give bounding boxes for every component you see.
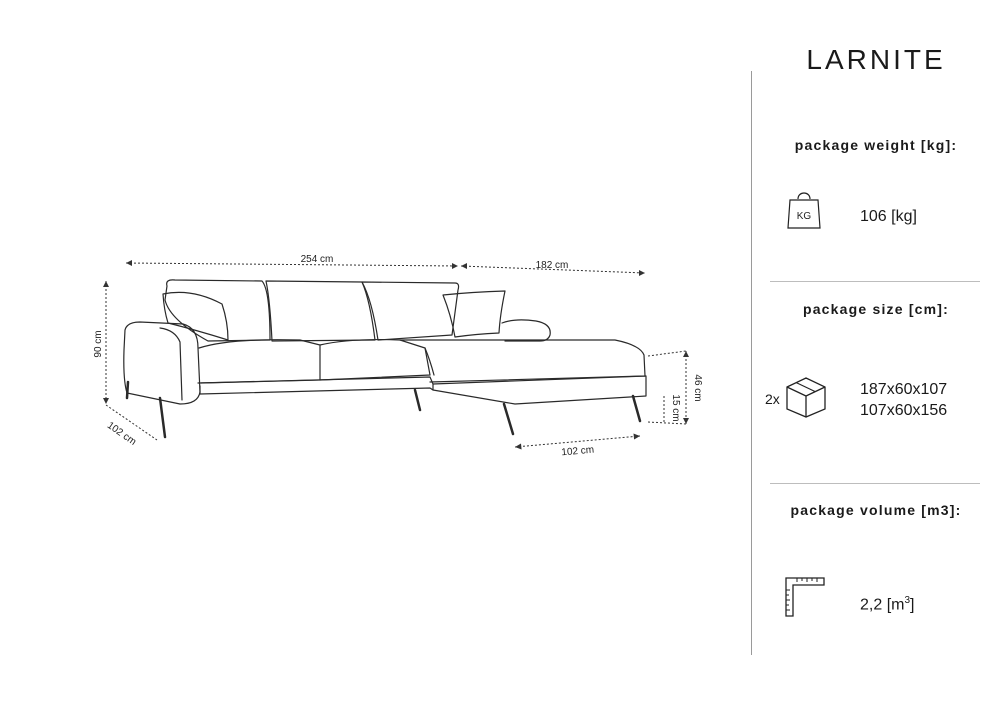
section-divider <box>770 483 980 484</box>
dimension-labels: 254 cm 182 cm 90 cm 102 cm 46 cm 15 cm 1… <box>93 254 703 458</box>
chaise-width-label: 102 cm <box>561 445 595 459</box>
package-weight-value: 106 [kg] <box>860 208 917 225</box>
weight-icon-label: KG <box>797 211 812 222</box>
dimension-lines <box>103 260 689 450</box>
depth-label: 102 cm <box>105 420 138 448</box>
sofa-drawing <box>123 279 647 439</box>
total-width-label: 254 cm <box>301 254 334 265</box>
seat-height-label: 46 cm <box>692 374 703 401</box>
ruler-corner-icon <box>784 576 826 618</box>
package-size-1: 187x60x107 <box>860 381 948 398</box>
package-weight-title: package weight [kg]: <box>794 137 958 153</box>
weight-icon: KG <box>786 188 822 230</box>
leg-height-label: 15 cm <box>670 394 681 421</box>
package-count: 2x <box>765 391 780 407</box>
height-label: 90 cm <box>93 330 104 357</box>
package-volume-value: 2,2 [m3] <box>860 595 915 614</box>
package-volume-title: package volume [m3]: <box>790 502 962 518</box>
package-size-title: package size [cm]: <box>802 301 950 317</box>
section-divider <box>770 281 980 282</box>
chaise-length-label: 182 cm <box>536 260 569 271</box>
sofa-dimension-diagram: 254 cm 182 cm 90 cm 102 cm 46 cm 15 cm 1… <box>93 254 703 458</box>
panel-divider <box>751 71 752 655</box>
package-size-2: 107x60x156 <box>860 402 948 419</box>
box-icon <box>784 375 828 419</box>
product-name: LARNITE <box>806 44 946 75</box>
